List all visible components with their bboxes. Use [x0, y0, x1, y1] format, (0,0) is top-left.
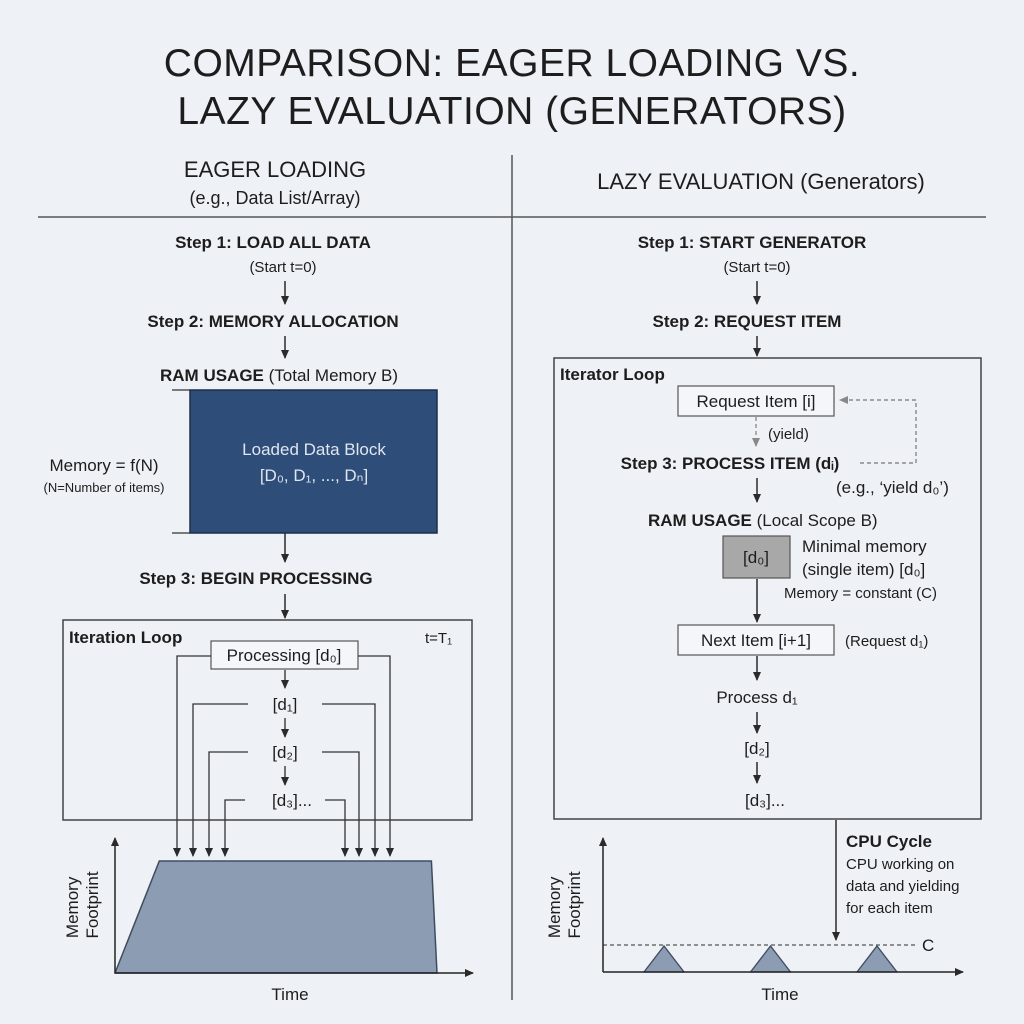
yield-label: (yield) [768, 426, 809, 443]
iteration-loop-label: Iteration Loop [69, 628, 182, 647]
eager-item-connectors [173, 655, 394, 857]
lazy-memory-spikes [642, 944, 899, 973]
next-item-label: Next Item [i+1] [701, 631, 811, 650]
eager-ram-label-bold: RAM USAGE [160, 366, 264, 385]
request-item-label: Request Item [i] [696, 392, 815, 411]
process-d1: Process d₁ [716, 688, 798, 707]
constant-c-label: C [922, 936, 934, 955]
single-item-memory-box [722, 535, 791, 579]
eager-step-1: Step 1: LOAD ALL DATA [175, 233, 371, 252]
next-item-box [677, 624, 835, 656]
single-item-label: [d₀] [743, 548, 769, 567]
memory-spike-1 [642, 944, 686, 973]
item-d2: [d₂] [272, 743, 298, 762]
yield-example: (e.g., ‘yield d₀’) [836, 478, 949, 497]
lazy-ram-label-bold: RAM USAGE [648, 511, 752, 530]
lazy-x-label: Time [761, 985, 798, 1004]
yield-feedback-loop [839, 396, 917, 464]
cpu-cycle-line-3: for each item [846, 900, 933, 917]
cpu-cycle-line-2: data and yielding [846, 878, 959, 895]
lazy-step-2: Step 2: REQUEST ITEM [653, 312, 842, 331]
memory-spike-2 [749, 944, 792, 973]
iteration-loop-box [62, 619, 473, 821]
lazy-y-label: Memory Footprint [545, 871, 584, 938]
iterator-loop-box [553, 357, 982, 820]
processing-d0-label: Processing [d₀] [227, 646, 342, 665]
next-item-note: (Request d₁) [845, 633, 928, 650]
eager-step-3: Step 3: BEGIN PROCESSING [139, 569, 372, 588]
lazy-memory-chart: C Memory Footprint Time [545, 837, 964, 1004]
iteration-loop-time: t=T₁ [425, 630, 452, 647]
eager-x-label: Time [271, 985, 308, 1004]
memory-formula: Memory = f(N) [49, 456, 158, 475]
lazy-y-label-line-1: Memory [545, 876, 564, 938]
lazy-item-d3: [d₃]... [745, 791, 785, 810]
eager-header: EAGER LOADING [184, 157, 366, 182]
request-item-box [677, 385, 835, 417]
eager-y-label-line-1: Memory [63, 876, 82, 938]
item-d1: [d₁] [273, 695, 298, 714]
eager-step-1-note: (Start t=0) [249, 259, 316, 276]
memory-spike-3 [855, 944, 899, 973]
eager-ram-label-rest: (Total Memory B) [264, 366, 398, 385]
eager-ram-label: RAM USAGE (Total Memory B) [160, 366, 398, 385]
memory-formula-note: (N=Number of items) [44, 480, 165, 495]
eager-subheader: (e.g., Data List/Array) [189, 188, 360, 208]
iterator-loop-label: Iterator Loop [560, 365, 665, 384]
lazy-step-3: Step 3: PROCESS ITEM (dᵢ) [621, 454, 840, 473]
lazy-header: LAZY EVALUATION (Generators) [597, 169, 925, 194]
item-d3: [d₃]... [272, 791, 312, 810]
minimal-memory-line-2: (single item) [d₀] [802, 560, 925, 579]
lazy-y-label-line-2: Footprint [565, 871, 584, 938]
processing-d0-box [210, 640, 359, 670]
title-line-2: LAZY EVALUATION (GENERATORS) [177, 90, 846, 133]
loaded-data-block-items: [D₀, D₁, ..., Dₙ] [260, 466, 368, 485]
eager-memory-area [113, 860, 438, 974]
lazy-ram-label: RAM USAGE (Local Scope B) [648, 511, 878, 530]
lazy-step-1-note: (Start t=0) [723, 259, 790, 276]
eager-step-2: Step 2: MEMORY ALLOCATION [147, 312, 398, 331]
loaded-data-block-title: Loaded Data Block [242, 440, 386, 459]
minimal-memory-line-1: Minimal memory [802, 537, 927, 556]
lazy-item-d2: [d₂] [744, 739, 770, 758]
loaded-data-block [189, 389, 438, 534]
lazy-ram-label-rest: (Local Scope B) [752, 511, 878, 530]
cpu-cycle-line-1: CPU working on [846, 856, 954, 873]
title-line-1: COMPARISON: EAGER LOADING VS. [164, 42, 860, 85]
lazy-step-1: Step 1: START GENERATOR [638, 233, 867, 252]
cpu-cycle-title: CPU Cycle [846, 832, 932, 851]
eager-y-label: Memory Footprint [63, 871, 102, 938]
eager-y-label-line-2: Footprint [83, 871, 102, 938]
eager-memory-chart: Memory Footprint Time [63, 837, 474, 1004]
memory-constant: Memory = constant (C) [784, 585, 937, 602]
